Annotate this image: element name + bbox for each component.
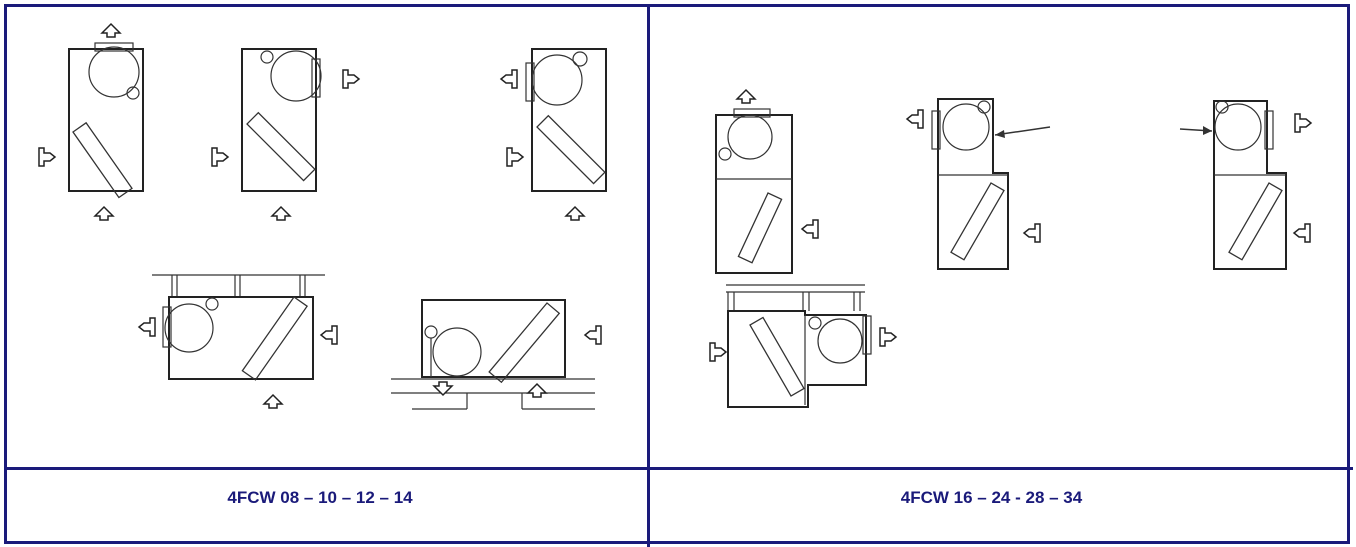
right-diagram-svg bbox=[709, 89, 1312, 408]
outlet-up-arrow-icon bbox=[736, 89, 756, 104]
inlet-up-arrow-icon bbox=[527, 383, 547, 398]
inlet-left-arrow-icon bbox=[320, 325, 338, 345]
inlet-right-arrow-icon bbox=[709, 342, 727, 362]
unit-horizontal-two-section bbox=[709, 284, 897, 408]
inlet-up-arrow-icon bbox=[271, 206, 291, 221]
unit-vertical-1 bbox=[38, 23, 144, 221]
inlet-left-arrow-icon bbox=[1293, 223, 1311, 243]
unit-horizontal-floor bbox=[391, 299, 602, 410]
right-diagram-panel bbox=[650, 7, 1347, 467]
left-diagram-svg bbox=[38, 23, 607, 410]
inlet-up-arrow-icon bbox=[263, 394, 283, 409]
outlet-left-arrow-icon bbox=[906, 109, 924, 129]
outlet-right-arrow-icon bbox=[342, 69, 360, 89]
outlet-left-arrow-icon bbox=[138, 317, 156, 337]
caption-right: 4FCW 16 – 24 - 28 – 34 bbox=[900, 488, 1083, 507]
inlet-left-arrow-icon bbox=[801, 219, 819, 239]
inlet-left-arrow-icon bbox=[1023, 223, 1041, 243]
vertical-divider bbox=[647, 7, 650, 547]
unit-vertical-2 bbox=[211, 48, 360, 221]
outlet-up-arrow-icon bbox=[101, 23, 121, 38]
inlet-right-arrow-icon bbox=[506, 147, 524, 167]
inlet-right-arrow-icon bbox=[211, 147, 229, 167]
inlet-left-arrow-icon bbox=[584, 325, 602, 345]
unit-vertical-3 bbox=[500, 48, 607, 221]
left-diagram-panel bbox=[7, 7, 647, 467]
horizontal-divider bbox=[7, 467, 1353, 470]
outlet-right-arrow-icon bbox=[879, 327, 897, 347]
outlet-left-arrow-icon bbox=[500, 69, 518, 89]
unit-horizontal-ceiling bbox=[138, 274, 338, 409]
outlet-right-arrow-icon bbox=[1294, 113, 1312, 133]
unit-two-section-c bbox=[1179, 100, 1312, 270]
caption-left: 4FCW 08 – 10 – 12 – 14 bbox=[227, 488, 413, 507]
inlet-up-arrow-icon bbox=[565, 206, 585, 221]
unit-two-section-a bbox=[715, 89, 819, 274]
inlet-up-arrow-icon bbox=[94, 206, 114, 221]
inlet-right-arrow-icon bbox=[38, 147, 56, 167]
unit-two-section-b bbox=[906, 98, 1051, 270]
